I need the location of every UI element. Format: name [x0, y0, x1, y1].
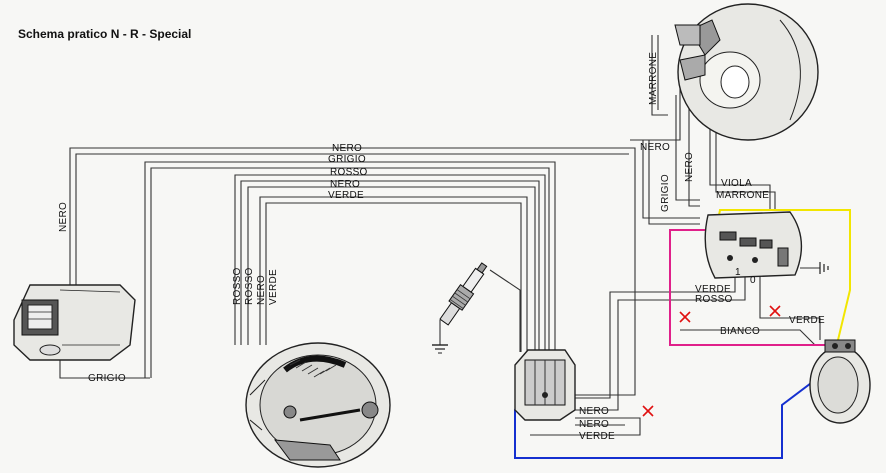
- light-switch: [704, 211, 803, 279]
- wire-coil-verde: [530, 417, 641, 436]
- label-bus-nero2: NERO: [330, 179, 360, 190]
- label-coil-nero2: NERO: [579, 419, 609, 430]
- wire-nero-right: [675, 95, 700, 201]
- label-mag-verde: VERDE: [268, 269, 279, 305]
- label-mag-rosso1: ROSSO: [232, 267, 243, 305]
- label-bus-grigio: GRIGIO: [328, 154, 366, 165]
- wire-bianco: [680, 329, 816, 346]
- label-bus-nero: NERO: [332, 143, 362, 154]
- label-mag-nero: NERO: [256, 275, 267, 305]
- label-coil-verde: VERDE: [579, 431, 615, 442]
- label-mag-rosso2: ROSSO: [244, 267, 255, 305]
- label-viola: VIOLA: [721, 178, 752, 189]
- label-marrone-top: MARRONE: [648, 52, 659, 105]
- label-nero-right: NERO: [684, 152, 695, 182]
- label-bus-verde: VERDE: [328, 190, 364, 201]
- wire-verde: [259, 196, 528, 352]
- ignition-coil: [514, 349, 576, 421]
- wire-rosso-2: [240, 180, 540, 352]
- wire-nero-right-2: [688, 95, 700, 207]
- label-rosso-panel: ROSSO: [695, 294, 733, 305]
- diagram-title: Schema pratico N - R - Special: [18, 27, 192, 41]
- cross-mark-3: [642, 405, 654, 417]
- wire-rosso: [234, 174, 546, 352]
- cross-mark-1: [679, 311, 691, 323]
- wire-marrone-top: [651, 35, 668, 116]
- label-verde-panel: VERDE: [695, 284, 731, 295]
- wire-verde-panel: [575, 270, 736, 399]
- label-switch-1: 1: [735, 267, 741, 278]
- wire-verde-2: [265, 202, 522, 352]
- headlight: [674, 3, 819, 141]
- label-switch-0: 0: [750, 275, 756, 286]
- spark-plug: [432, 262, 488, 354]
- wire-grigio-tail: [59, 360, 150, 379]
- magenta-wire: [669, 229, 830, 346]
- label-verde-horn: VERDE: [789, 315, 825, 326]
- wire-nero-top: [630, 78, 681, 141]
- cross-mark-2: [769, 305, 781, 317]
- wire-rosso-panel: [575, 270, 746, 411]
- wire-nero-main-2: [75, 153, 629, 290]
- wire-nero-2: [247, 186, 536, 352]
- tail-light: [13, 284, 136, 361]
- label-grigio-right: GRIGIO: [660, 174, 671, 212]
- label-coil-nero1: NERO: [579, 406, 609, 417]
- wire-grigio-2: [150, 167, 550, 378]
- horn: [809, 339, 871, 424]
- wire-verde-horn: [759, 270, 821, 340]
- wire-grigio-right-2: [648, 140, 700, 225]
- label-grigio-bottom: GRIGIO: [88, 373, 126, 384]
- wire-grigio-right: [642, 140, 700, 219]
- label-nero-top: NERO: [640, 142, 670, 153]
- magneto-stator: [245, 342, 391, 468]
- wire-nero-main: [69, 147, 636, 396]
- wire-marrone-panel: [715, 75, 776, 210]
- label-nero-left: NERO: [58, 202, 69, 232]
- wire-grigio: [144, 161, 556, 378]
- wire-spark-lead: [489, 269, 521, 352]
- label-bianco: BIANCO: [720, 326, 760, 337]
- label-marrone-panel: MARRONE: [716, 190, 769, 201]
- label-bus-rosso: ROSSO: [330, 167, 368, 178]
